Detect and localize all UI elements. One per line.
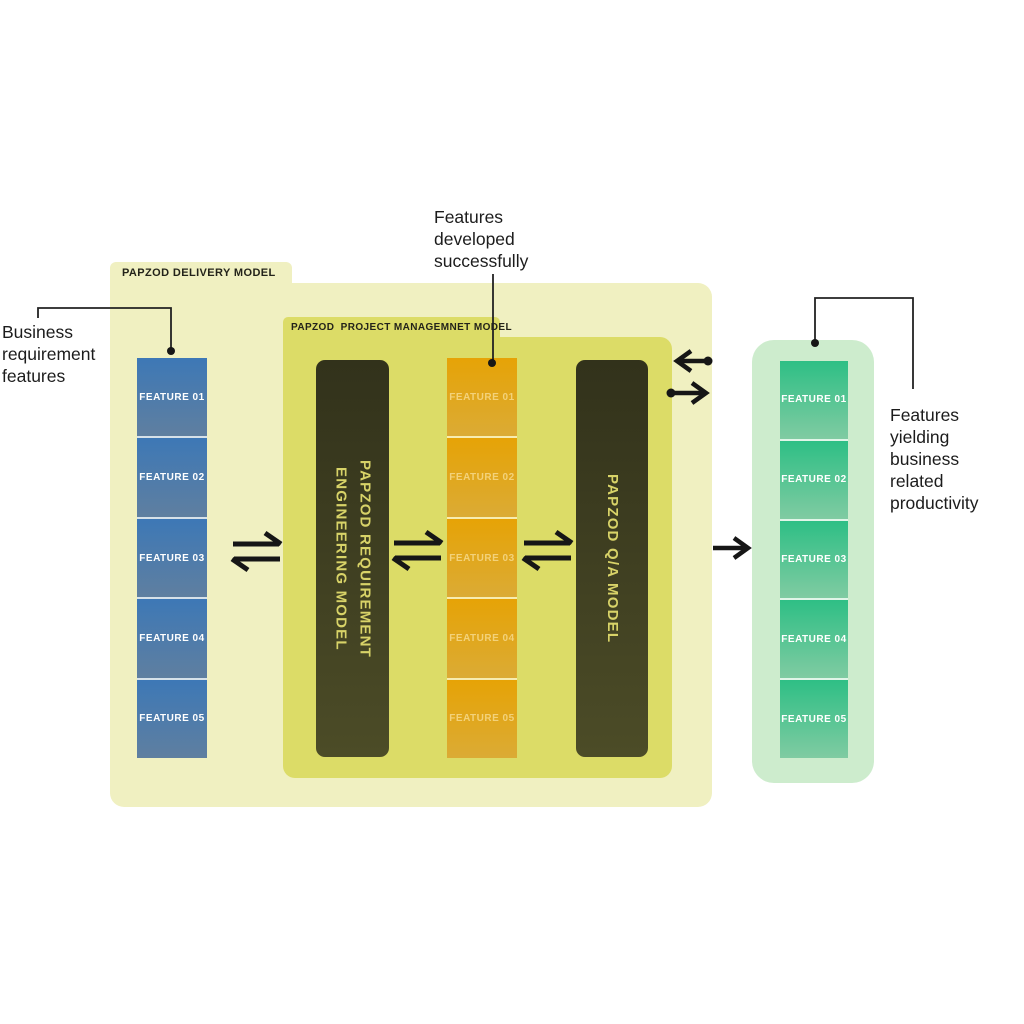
requirement-engineering-bar: PAPZOD REQUIREMENT ENGINEERING MODEL (316, 360, 389, 757)
feature-box: FEATURE 02 (137, 436, 207, 517)
feature-box: FEATURE 05 (780, 678, 848, 758)
feature-box: FEATURE 03 (780, 518, 848, 599)
feature-label: FEATURE 01 (781, 394, 847, 406)
feature-label: FEATURE 04 (781, 633, 847, 645)
feature-label: FEATURE 02 (781, 474, 847, 486)
feature-box: FEATURE 04 (447, 597, 517, 678)
feature-label: FEATURE 02 (449, 472, 515, 484)
qa-model-label: PAPZOD Q/A MODEL (604, 473, 621, 644)
feature-box: FEATURE 01 (447, 358, 517, 437)
feature-label: FEATURE 04 (449, 632, 515, 644)
delivery-model-folder-tab: PAPZOD DELIVERY MODEL (110, 262, 292, 284)
feature-label: FEATURE 05 (139, 713, 205, 725)
annotation-business-requirement: Business requirement features (2, 322, 96, 386)
project-management-folder-tab: PAPZOD PROJECT MANAGEMNET MODEL (283, 317, 512, 338)
feature-box: FEATURE 01 (137, 358, 207, 437)
feature-box: FEATURE 04 (137, 597, 207, 678)
feature-box: FEATURE 04 (780, 598, 848, 679)
feature-label: FEATURE 04 (139, 632, 205, 644)
productivity-features-stack: FEATURE 01 FEATURE 02 FEATURE 03 FEATURE 04… (780, 361, 848, 758)
feature-label: FEATURE 03 (139, 552, 205, 564)
feature-box: FEATURE 03 (447, 516, 517, 598)
productivity-container: FEATURE 01 FEATURE 02 FEATURE 03 FEATURE 04… (752, 340, 874, 783)
feature-box: FEATURE 05 (447, 677, 517, 759)
feature-label: FEATURE 05 (449, 713, 515, 725)
feature-box: FEATURE 02 (447, 436, 517, 517)
feature-label: FEATURE 02 (139, 472, 205, 484)
feature-box: FEATURE 01 (780, 361, 848, 439)
feature-box: FEATURE 05 (137, 677, 207, 759)
delivery-model-title: PAPZOD DELIVERY MODEL (122, 267, 276, 279)
business-features-stack: FEATURE 01 FEATURE 02 FEATURE 03 FEATURE 04… (137, 358, 207, 759)
feature-box: FEATURE 03 (137, 516, 207, 598)
annotation-features-developed: Features developed successfully (434, 207, 529, 271)
requirement-engineering-label: PAPZOD REQUIREMENT ENGINEERING MODEL (332, 459, 374, 658)
feature-label: FEATURE 03 (781, 553, 847, 565)
feature-box: FEATURE 02 (780, 438, 848, 519)
feature-label: FEATURE 01 (449, 391, 515, 403)
developed-features-stack: FEATURE 01 FEATURE 02 FEATURE 03 FEATURE 04… (447, 358, 517, 759)
project-management-title: PAPZOD PROJECT MANAGEMNET MODEL (291, 322, 512, 333)
annotation-features-yielding: Features yielding business related produ… (890, 405, 979, 513)
feature-label: FEATURE 01 (139, 391, 205, 403)
output-arrow-icon (713, 536, 752, 560)
qa-model-bar: PAPZOD Q/A MODEL (576, 360, 648, 757)
feature-label: FEATURE 05 (781, 713, 847, 725)
feature-label: FEATURE 03 (449, 552, 515, 564)
